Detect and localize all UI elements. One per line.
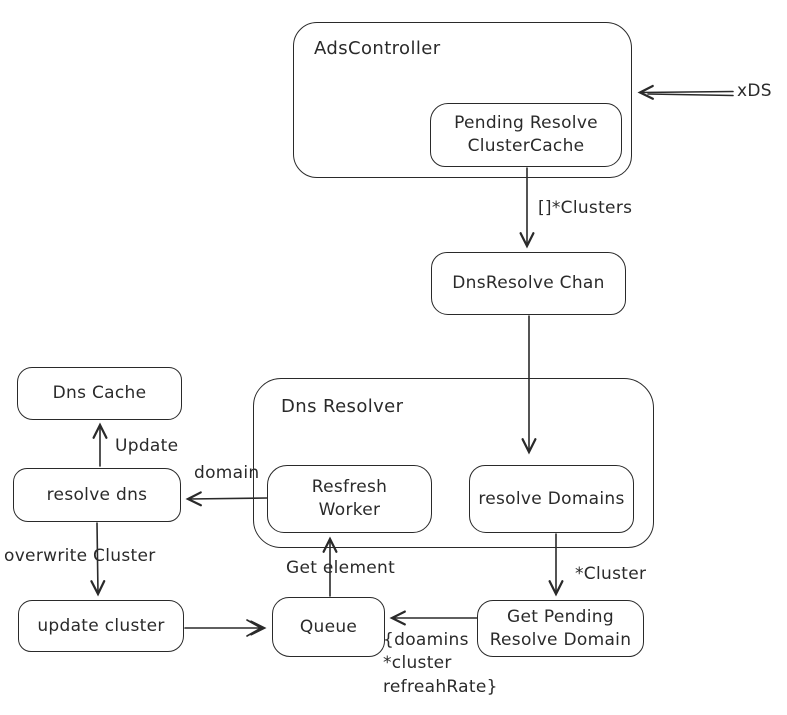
node-dns-resolve-chan: DnsResolve Chan	[431, 252, 626, 315]
node-dns-cache: Dns Cache	[17, 367, 182, 420]
edge-label-xds: xDS	[737, 81, 772, 101]
node-queue: Queue	[272, 597, 385, 657]
edge-label-domain: domain	[194, 463, 260, 483]
edge-xds-arrow-second-stroke	[647, 93, 734, 97]
node-pending-resolve-cluster-cache: Pending Resolve ClusterCache	[430, 103, 622, 167]
node-get-pending-resolve-domain: Get Pending Resolve Domain	[477, 600, 644, 657]
edge-label-clusters: []*Clusters	[538, 198, 633, 218]
edge-xds-arrow	[637, 84, 734, 100]
node-resolve-dns: resolve dns	[13, 468, 181, 522]
edge-worker-to-resolve-dns-arrow	[185, 491, 268, 507]
edge-label-get-element: Get element	[286, 558, 396, 578]
edge-label-overwrite-cluster: overwrite Cluster	[4, 546, 156, 566]
edge-label-queue-payload: {doamins *cluster refreahRate}	[383, 630, 498, 697]
dns-resolver-label: Dns Resolver	[281, 396, 404, 417]
node-resolve-domains: resolve Domains	[469, 465, 634, 533]
edge-resolve-dns-to-update-cluster-arrow	[90, 522, 106, 597]
node-update-cluster: update cluster	[18, 600, 184, 652]
edge-label-update: Update	[115, 436, 179, 456]
ads-controller-label: AdsController	[314, 38, 441, 59]
node-resfresh-worker: Resfresh Worker	[267, 465, 432, 533]
edge-label-cluster: *Cluster	[575, 564, 647, 584]
edge-update-cluster-to-queue-second-chevron	[246, 619, 263, 637]
